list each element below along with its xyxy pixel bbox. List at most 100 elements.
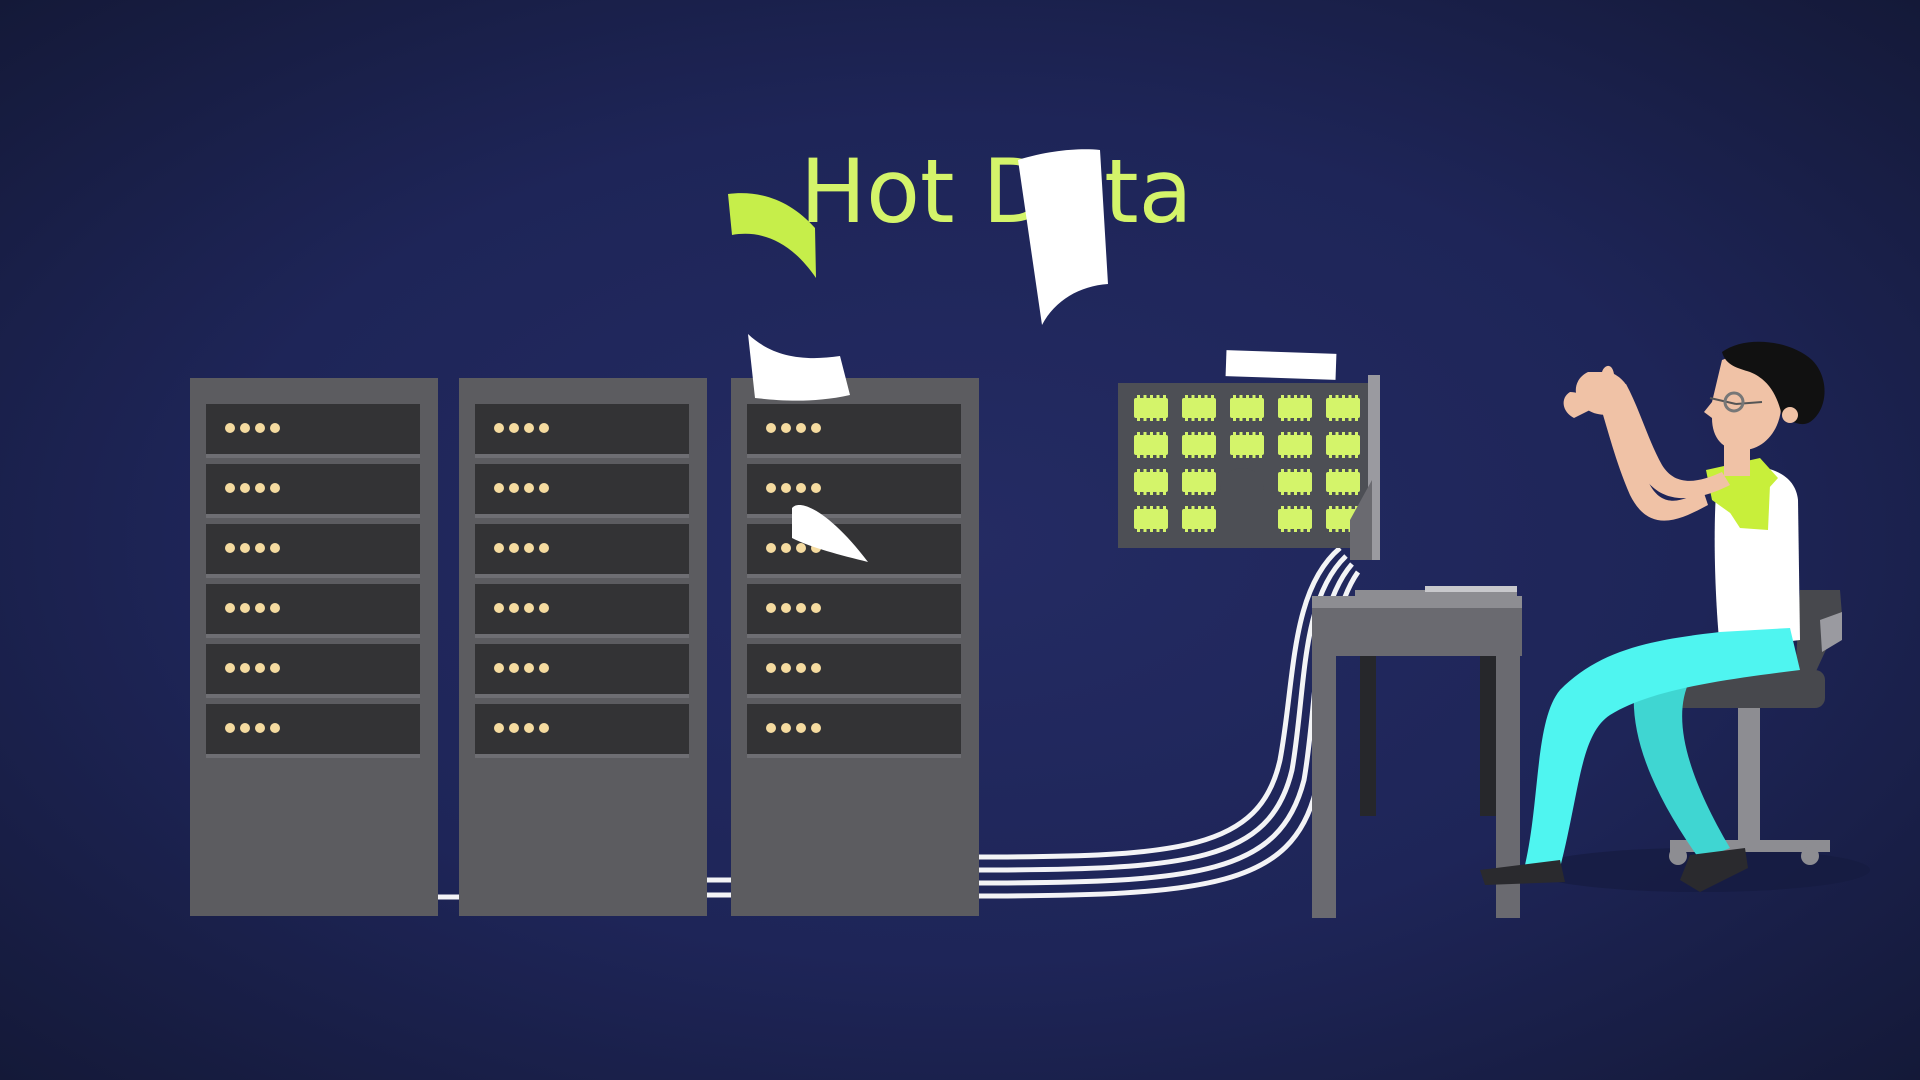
chip-pin [1163, 395, 1166, 398]
chip-pin [1198, 506, 1201, 509]
server-slot-rail [206, 514, 420, 518]
chip-pin [1300, 529, 1304, 532]
server-led [255, 543, 265, 553]
chip-pin [1335, 432, 1339, 435]
chip-pin [1329, 395, 1332, 398]
chip-pin [1239, 395, 1243, 398]
chip-pin [1204, 469, 1208, 472]
paper-falling [748, 334, 850, 401]
server-led [766, 723, 776, 733]
memory-chip-board [1118, 350, 1380, 560]
chip-pin [1287, 395, 1291, 398]
server-led [781, 483, 791, 493]
paper-small [792, 504, 868, 562]
chip-pin [1287, 432, 1291, 435]
chip-pin [1307, 418, 1310, 421]
server-led [811, 663, 821, 673]
server-led [509, 483, 519, 493]
server-slot-rail [747, 754, 961, 758]
chip-pin [1348, 395, 1352, 398]
chip-pin [1355, 432, 1358, 435]
chip-pin [1342, 418, 1345, 421]
chip-pin [1204, 529, 1208, 532]
memory-chip [1134, 435, 1168, 455]
glasses-icon [1723, 391, 1745, 413]
chip-pin [1335, 469, 1339, 472]
server-led [494, 543, 504, 553]
chip-pin [1150, 395, 1153, 398]
server-led [255, 483, 265, 493]
ear [1782, 407, 1798, 423]
chip-pin [1143, 469, 1147, 472]
chip-pin [1185, 492, 1188, 495]
chip-pin [1204, 455, 1208, 458]
server-led [240, 663, 250, 673]
chip-pin [1300, 395, 1304, 398]
chip-pin [1156, 432, 1160, 435]
chip-pin [1300, 506, 1304, 509]
chip-pin [1335, 492, 1339, 495]
monitor-stand [1350, 480, 1372, 560]
server-slot-rail [475, 754, 689, 758]
chip-pin [1342, 432, 1345, 435]
chip-pin [1156, 455, 1160, 458]
chip-pin [1204, 432, 1208, 435]
chip-pin [1329, 469, 1332, 472]
server-led [539, 423, 549, 433]
chip-pin [1204, 395, 1208, 398]
memory-chip [1230, 435, 1264, 455]
server-led [811, 423, 821, 433]
memory-chip [1278, 472, 1312, 492]
server-led [796, 423, 806, 433]
chip-pin [1294, 418, 1297, 421]
chip-pin [1156, 492, 1160, 495]
chip-pin [1156, 395, 1160, 398]
server-led [524, 423, 534, 433]
server-led [225, 603, 235, 613]
chip-pin [1335, 455, 1339, 458]
server-led [494, 663, 504, 673]
hand-right [1563, 392, 1590, 418]
chip-pin [1185, 395, 1188, 398]
server-led [255, 603, 265, 613]
chip-pin [1150, 469, 1153, 472]
paper-sheet-on-board [1225, 350, 1337, 380]
desk-leg-back-right [1480, 656, 1496, 816]
chip-pin [1281, 432, 1284, 435]
chip-pin [1287, 418, 1291, 421]
chip-pin [1143, 418, 1147, 421]
chip-pin [1287, 529, 1291, 532]
server-led [766, 603, 776, 613]
server-led [796, 603, 806, 613]
server-led [524, 543, 534, 553]
server-slot-rail [206, 694, 420, 698]
chip-pin [1355, 469, 1358, 472]
server-led [524, 663, 534, 673]
server-slot-rail [747, 634, 961, 638]
chip-pin [1198, 395, 1201, 398]
server-led [225, 483, 235, 493]
server-led [509, 663, 519, 673]
chip-pin [1300, 455, 1304, 458]
memory-chip [1326, 398, 1360, 418]
chip-pin [1329, 455, 1332, 458]
chip-pin [1198, 492, 1201, 495]
server-led [539, 483, 549, 493]
chip-pin [1287, 469, 1291, 472]
chip-pin [1329, 529, 1332, 532]
server-led [270, 723, 280, 733]
server-led [509, 543, 519, 553]
server-led [811, 723, 821, 733]
chair-armrest [1820, 612, 1842, 652]
chip-pin [1211, 469, 1214, 472]
chip-pin [1294, 432, 1297, 435]
chip-pin [1252, 395, 1256, 398]
chip-pin [1294, 529, 1297, 532]
chip-pin [1300, 432, 1304, 435]
chip-pin [1198, 469, 1201, 472]
chip-pin [1259, 432, 1262, 435]
server-slot-rail [206, 454, 420, 458]
chip-pin [1294, 469, 1297, 472]
server-led [539, 603, 549, 613]
desk-leg-back-left [1360, 656, 1376, 816]
